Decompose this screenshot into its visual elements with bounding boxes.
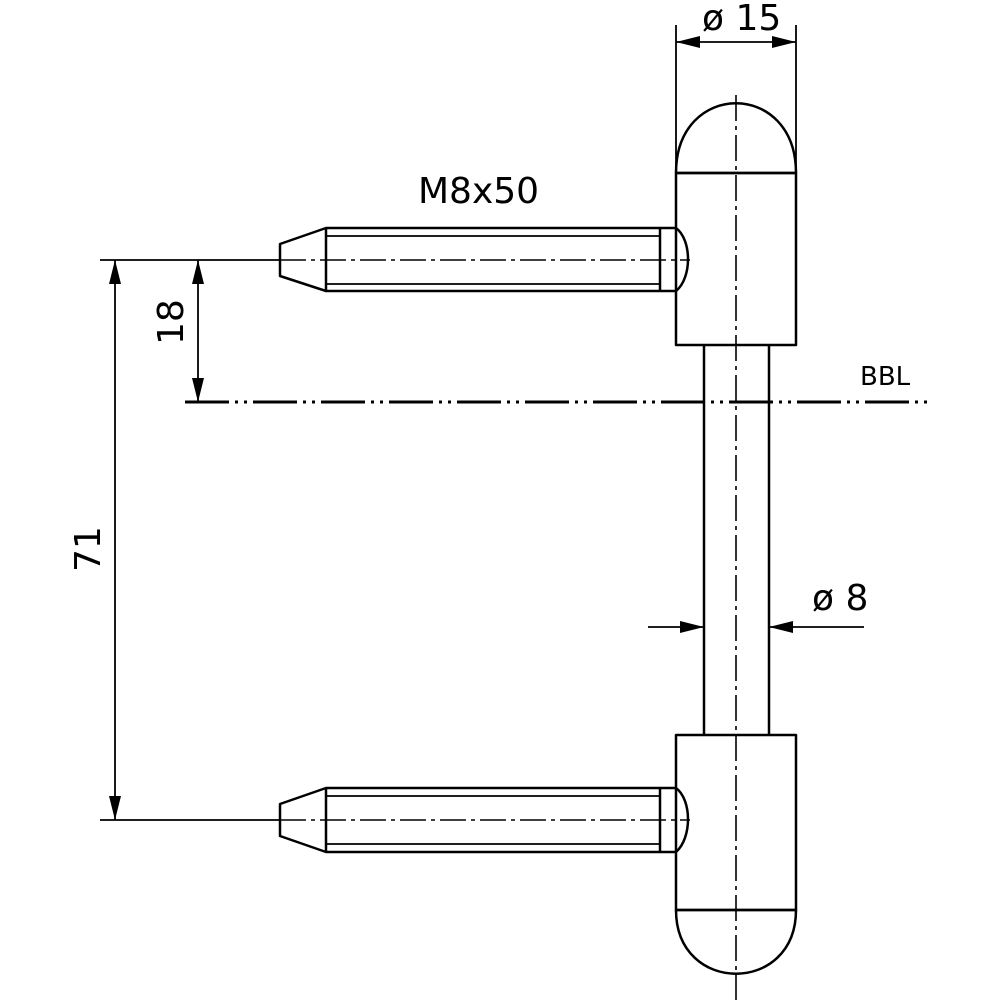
top-diameter-label: ø 15 — [702, 0, 781, 39]
pin-spacing-dimension-label: 71 — [68, 526, 109, 572]
center-lines — [280, 95, 737, 1000]
thread-spec-label: M8x50 — [418, 171, 539, 212]
shaft-diameter-label: ø 8 — [812, 578, 868, 619]
dimension-offset — [100, 259, 280, 402]
dimension-top-diameter — [675, 25, 797, 173]
bottom-dome — [674, 909, 798, 975]
dimension-pin-spacing — [100, 260, 280, 821]
bbl-label: BBL — [860, 362, 911, 392]
offset-dimension-label: 18 — [151, 299, 192, 345]
shaft — [702, 345, 771, 735]
